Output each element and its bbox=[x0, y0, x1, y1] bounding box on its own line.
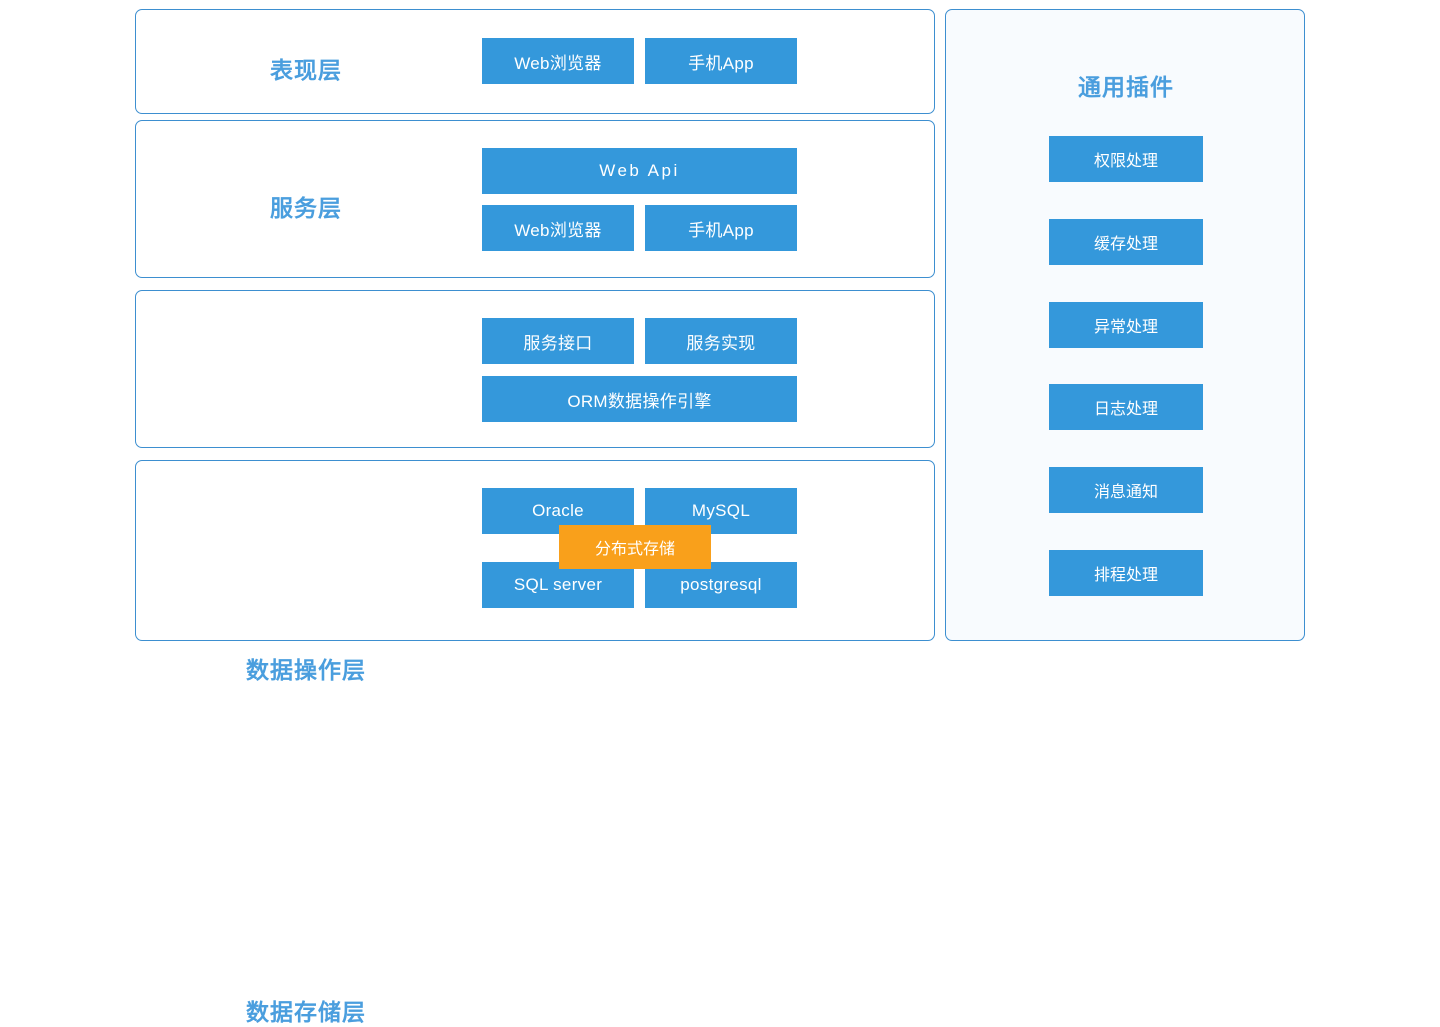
layer-panel-service: 服务层 bbox=[135, 120, 935, 278]
node-service-implementation[interactable]: 服务实现 bbox=[645, 318, 797, 364]
plugin-item-logging[interactable]: 日志处理 bbox=[1049, 384, 1203, 430]
node-distributed-storage[interactable]: 分布式存储 bbox=[559, 525, 711, 569]
plugin-item-cache[interactable]: 缓存处理 bbox=[1049, 219, 1203, 265]
layer-title-data-storage: 数据存储层 bbox=[246, 999, 366, 1025]
node-service-web-api[interactable]: Web Api bbox=[482, 148, 797, 194]
layer-title-presentation: 表现层 bbox=[270, 57, 342, 83]
node-presentation-mobile-app[interactable]: 手机App bbox=[645, 38, 797, 84]
node-sql-server[interactable]: SQL server bbox=[482, 562, 634, 608]
node-presentation-web-browser[interactable]: Web浏览器 bbox=[482, 38, 634, 84]
plugin-item-permission[interactable]: 权限处理 bbox=[1049, 136, 1203, 182]
plugin-item-exception[interactable]: 异常处理 bbox=[1049, 302, 1203, 348]
node-service-web-browser[interactable]: Web浏览器 bbox=[482, 205, 634, 251]
plugin-item-notification[interactable]: 消息通知 bbox=[1049, 467, 1203, 513]
plugin-item-scheduling[interactable]: 排程处理 bbox=[1049, 550, 1203, 596]
node-postgresql[interactable]: postgresql bbox=[645, 562, 797, 608]
node-orm-engine[interactable]: ORM数据操作引擎 bbox=[482, 376, 797, 422]
plugin-panel: 通用插件 权限处理 缓存处理 异常处理 日志处理 消息通知 排程处理 bbox=[945, 9, 1305, 641]
layer-title-service: 服务层 bbox=[270, 195, 342, 221]
architecture-diagram: 表现层 Web浏览器 手机App 服务层 Web Api Web浏览器 手机Ap… bbox=[135, 9, 1305, 1025]
layer-title-data-operation: 数据操作层 bbox=[246, 657, 366, 683]
layer-panel-data-operation: 数据操作层 bbox=[135, 290, 935, 683]
node-service-mobile-app[interactable]: 手机App bbox=[645, 205, 797, 251]
plugin-panel-title: 通用插件 bbox=[1078, 74, 1174, 100]
node-service-interface[interactable]: 服务接口 bbox=[482, 318, 634, 364]
